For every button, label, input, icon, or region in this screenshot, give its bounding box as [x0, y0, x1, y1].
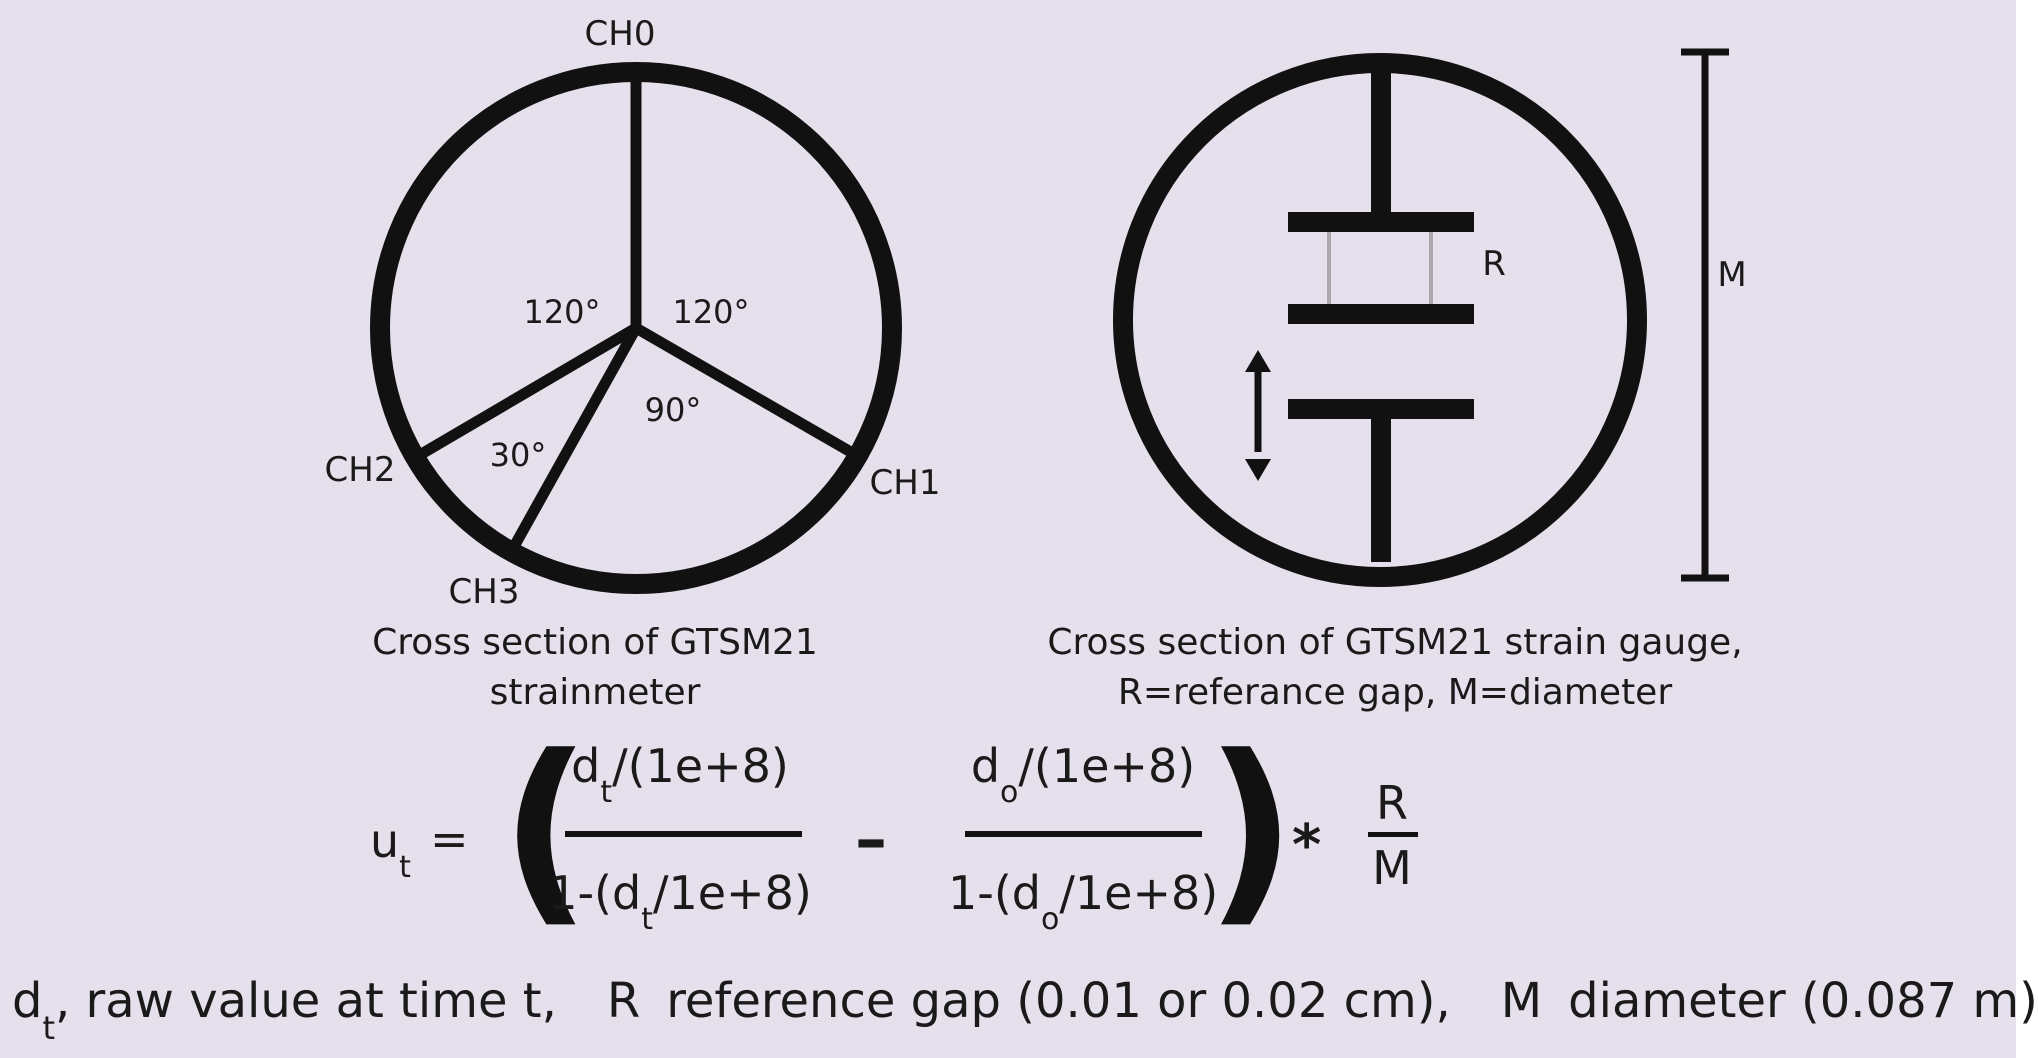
- frac2-bar: [965, 831, 1202, 837]
- ch2-label: CH2: [325, 450, 396, 490]
- frac2-num-sub: o: [1000, 775, 1019, 810]
- frac1-den-rest: /1e+8): [652, 866, 812, 920]
- legend-r-text: reference gap (0.01 or 0.02 cm),: [666, 973, 1451, 1029]
- strainmeter-caption: Cross section of GTSM21 strainmeter: [335, 618, 855, 718]
- ch3-label: CH3: [449, 572, 520, 612]
- gauge-figure: R M: [1113, 48, 1747, 587]
- angle-left-label: 120°: [523, 293, 600, 331]
- frac3-denominator: M: [1372, 841, 1412, 895]
- frac1-num-sub: t: [600, 775, 613, 810]
- frac2-num-base: d: [970, 739, 1001, 793]
- ch0-label: CH0: [585, 14, 656, 54]
- frac3-bar: [1368, 832, 1418, 837]
- frac3-numerator: R: [1376, 776, 1408, 830]
- ch3-spoke: [506, 325, 641, 555]
- strainmeter-figure: CH0 CH1 CH2 CH3 120° 120° 90° 30°: [325, 14, 941, 612]
- legend-m-symbol: M: [1500, 973, 1543, 1029]
- strainmeter-caption-line1: Cross section of GTSM21: [372, 622, 818, 663]
- angle-small-label: 30°: [490, 436, 547, 474]
- diameter-m-label: M: [1717, 255, 1746, 295]
- frac1-denominator: 1-(dt/1e+8): [545, 870, 815, 935]
- legend-d-text: , raw value at time t,: [55, 973, 557, 1029]
- frac1-den-pre: 1-(d: [548, 866, 642, 920]
- movement-arrow-head-up: [1245, 350, 1271, 372]
- formula-equals: =: [430, 812, 469, 866]
- formula-lhs-sub: t: [399, 850, 411, 885]
- frac1-bar: [565, 831, 802, 837]
- formula-minus: –: [855, 803, 887, 877]
- legend-r-symbol: R: [606, 973, 641, 1029]
- frac2-den-pre: 1-(d: [948, 866, 1042, 920]
- formula-lhs-base: u: [370, 814, 400, 868]
- left-parenthesis: (: [500, 713, 592, 946]
- strainmeter-caption-line2: strainmeter: [489, 672, 701, 713]
- ch1-label: CH1: [870, 463, 941, 503]
- strainmeter-circle: [370, 62, 902, 594]
- frac1-den-sub: t: [641, 902, 653, 937]
- formula-lhs: ut: [370, 818, 411, 883]
- legend-m-text: diameter (0.087 m): [1568, 973, 2038, 1029]
- frac1-numerator: dt/(1e+8): [545, 743, 815, 808]
- frac1-num-base: d: [571, 739, 601, 793]
- frac2-den-sub: o: [1041, 902, 1060, 937]
- gap-r-label: R: [1482, 244, 1506, 284]
- movement-arrow-head-down: [1245, 459, 1271, 481]
- frac2-denominator: 1-(do/1e+8): [948, 870, 1218, 935]
- formula-times: *: [1292, 813, 1322, 878]
- frac2-den-rest: /1e+8): [1059, 866, 1219, 920]
- frac2-num-rest: /(1e+8): [1018, 739, 1196, 793]
- ch1-spoke: [633, 323, 859, 460]
- ch2-spoke: [415, 323, 639, 461]
- legend-d-sub: t: [42, 1009, 56, 1047]
- frac1-num-rest: /(1e+8): [612, 739, 789, 793]
- gauge-caption-line2: R=referance gap, M=diameter: [1117, 672, 1673, 713]
- right-parenthesis: ): [1205, 713, 1297, 946]
- legend-d-base: d: [12, 973, 43, 1029]
- angle-bottom-label: 90°: [645, 391, 702, 429]
- gauge-caption: Cross section of GTSM21 strain gauge, R=…: [1045, 618, 1745, 718]
- gauge-caption-line1: Cross section of GTSM21 strain gauge,: [1047, 622, 1743, 663]
- frac2-numerator: do/(1e+8): [948, 743, 1218, 808]
- angle-right-label: 120°: [672, 293, 749, 331]
